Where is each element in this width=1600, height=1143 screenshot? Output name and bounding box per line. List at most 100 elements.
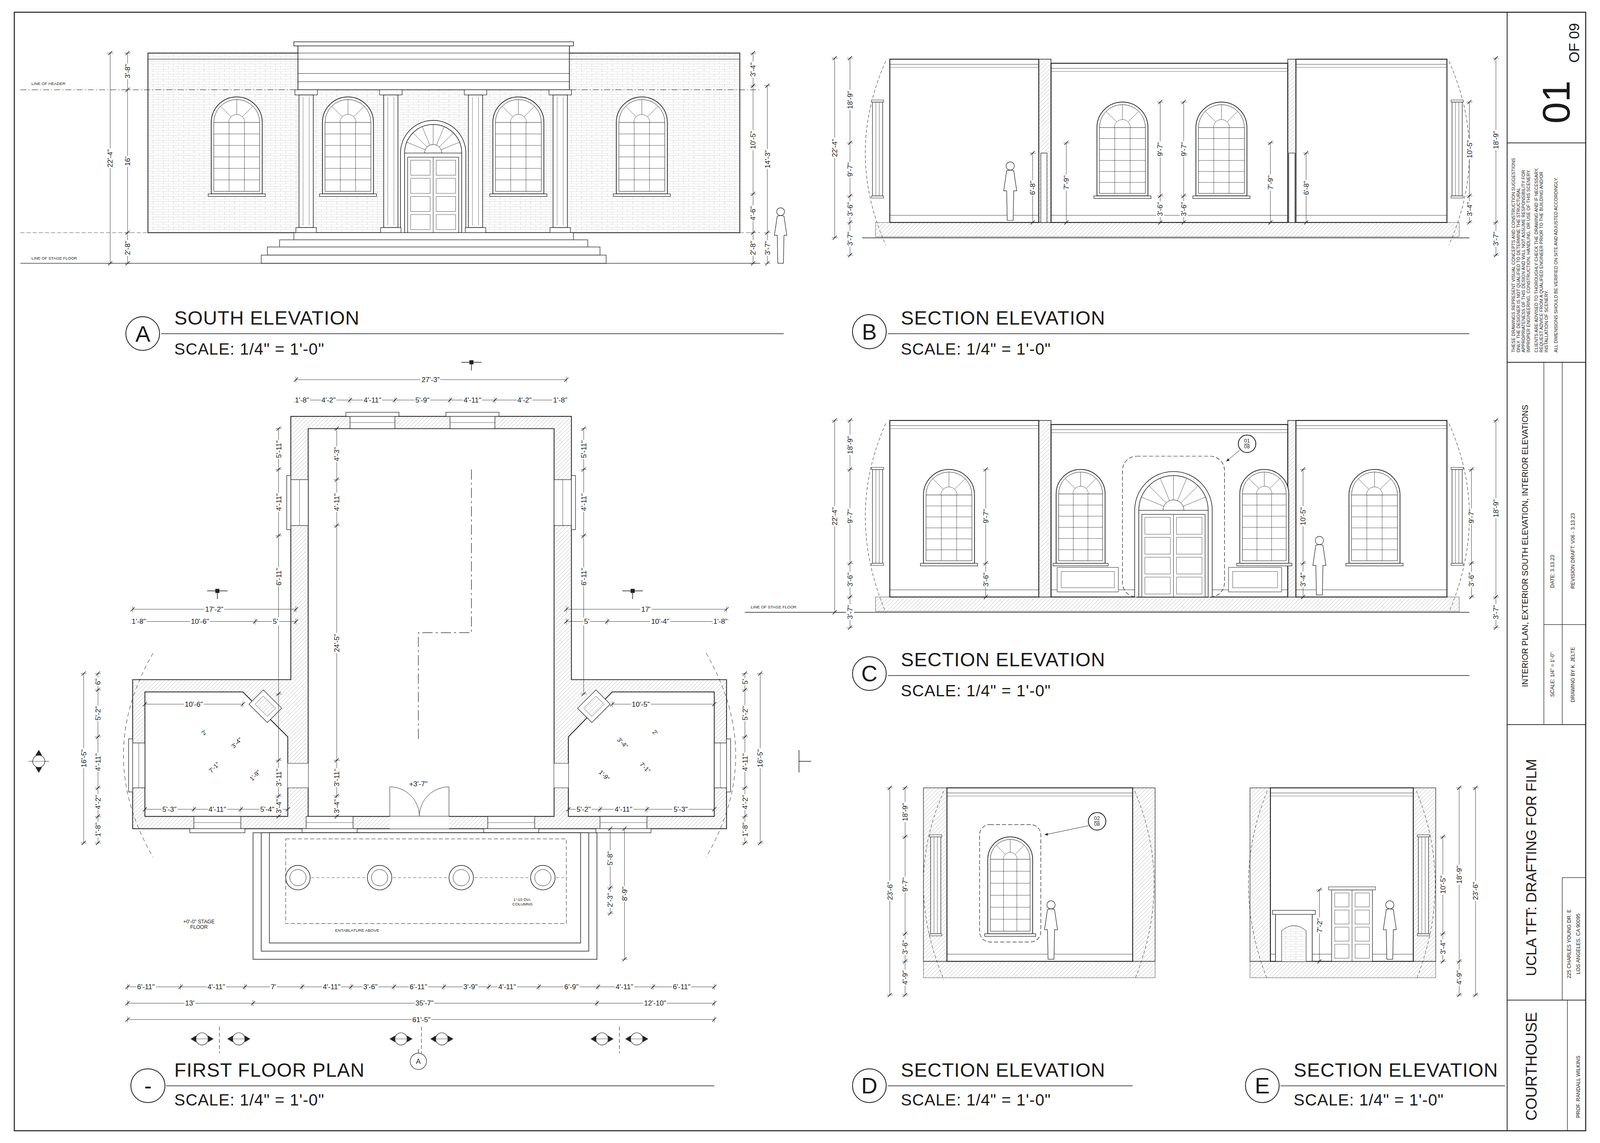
- window-edge: [872, 469, 883, 564]
- drawing-line: [765, 230, 770, 235]
- door-fan: [424, 144, 442, 154]
- drawing-line: [750, 191, 755, 196]
- marker-arrow: [590, 1035, 596, 1043]
- section-marker: [435, 1032, 448, 1045]
- drawing-line: [130, 607, 135, 612]
- drawing-line: [902, 834, 908, 839]
- drawing-line: [495, 179, 542, 180]
- section-marker: [32, 755, 45, 768]
- drawing-line: [720, 742, 721, 788]
- wainscot-panel: [1232, 571, 1278, 588]
- callout-bubble: 0208: [1087, 812, 1107, 831]
- drawing-line: [1300, 595, 1305, 600]
- door-panel: [410, 196, 431, 212]
- drawing-line: [297, 73, 570, 74]
- marker-arrow: [208, 1035, 214, 1043]
- scale-figure: [1383, 908, 1397, 960]
- mantel: [1272, 910, 1316, 915]
- drawing-line: [472, 97, 473, 226]
- entablature-above: [285, 838, 567, 924]
- drawing-line: [1457, 959, 1462, 964]
- drawing-line: [1507, 361, 1586, 363]
- drawing-line: [1562, 362, 1563, 725]
- drawing-line: [132, 621, 296, 622]
- plan-window: [193, 816, 241, 829]
- window-sill: [929, 933, 942, 936]
- sheet-number: 01: [1535, 79, 1578, 125]
- drawing-line: [554, 762, 569, 764]
- drawing-line: [213, 168, 260, 169]
- drawing-line: [712, 1017, 717, 1022]
- window-head: [1450, 100, 1463, 103]
- door-fan: [1162, 500, 1184, 511]
- plan-window: [306, 816, 354, 829]
- drawing-line: [1270, 792, 1414, 793]
- swing-arc: [865, 61, 886, 245]
- drawing-line: [847, 56, 853, 61]
- drawing-line: [309, 97, 310, 226]
- door-panel: [410, 214, 431, 230]
- drawing-line: [1242, 515, 1287, 517]
- drawing-line: [287, 787, 309, 788]
- dimension-text: 24'-5": [332, 632, 341, 653]
- dimension-text: 61'-5": [411, 1015, 432, 1024]
- window-sill: [571, 475, 576, 530]
- drawing-line: [1317, 887, 1322, 893]
- arched-window: [923, 469, 975, 564]
- sheet-count: OF 09: [1566, 22, 1583, 64]
- door-panel: [1176, 517, 1203, 535]
- column-capital: [549, 90, 572, 95]
- step: [261, 255, 607, 264]
- plan-window: [487, 816, 535, 829]
- drawing-line: [1455, 469, 1456, 564]
- drawing-line: [125, 230, 130, 235]
- callout-number: 08: [1094, 821, 1100, 828]
- window-frame: [990, 839, 1031, 931]
- drawing-line: [712, 807, 717, 812]
- drawing-line: [1467, 220, 1472, 225]
- dimension-text: 3'-7": [846, 230, 855, 247]
- drawing-line: [752, 52, 754, 264]
- drawing-line: [564, 619, 569, 624]
- drawing-line: [1507, 724, 1586, 725]
- window-edge: [1452, 102, 1463, 196]
- door-panel: [436, 214, 456, 230]
- window-fan: [228, 114, 245, 123]
- plan-window: [714, 742, 727, 788]
- dimension-text: 10'-5": [630, 700, 651, 708]
- column-capital: [379, 90, 403, 95]
- drawing-line: [1507, 999, 1586, 1001]
- dimension-text: 4'-6": [749, 205, 758, 222]
- dimension-text: 9'-7": [846, 508, 855, 525]
- dimension-text: 5'-11": [274, 439, 283, 459]
- plan-window: [600, 816, 648, 829]
- dimension-text: 4'-11": [462, 396, 483, 405]
- drawing-line: [595, 1001, 600, 1006]
- dimension-text: 18'-9": [1492, 130, 1500, 150]
- drawing-line: [742, 840, 748, 845]
- column-shaft: [383, 95, 398, 228]
- dimension-text: 6'-11": [579, 566, 588, 586]
- drawing-line: [875, 469, 877, 564]
- door-panel: [436, 178, 456, 194]
- drawing-line: [608, 885, 613, 890]
- arched-window: [211, 97, 263, 195]
- view-scale: SCALE: 1/4" = 1'-0": [900, 340, 1052, 358]
- dimension-text: 18'-9": [1455, 864, 1464, 885]
- floor-note: +0'-0" STAGE FLOOR: [177, 918, 221, 930]
- dimension-text: 3'-8": [123, 63, 132, 80]
- drawing-line: [1045, 825, 1089, 835]
- drawing-line: [1050, 215, 1288, 216]
- view-letter: E: [1254, 1073, 1270, 1098]
- drawing-line: [166, 1085, 715, 1086]
- window-fan: [940, 487, 958, 495]
- section-cut-mark: [630, 588, 635, 593]
- portico-step: [261, 832, 589, 951]
- dimension-text: 2'-8": [749, 240, 758, 256]
- scale-figure: [1312, 544, 1326, 595]
- drawing-line: [238, 807, 243, 812]
- dimension-text: 3'-6": [1467, 571, 1476, 588]
- address: 225 CHARLES YOUNG DR. E: [1566, 908, 1573, 980]
- dimension-text: 4'-11": [740, 752, 749, 772]
- wainscot-panel: [1057, 567, 1119, 593]
